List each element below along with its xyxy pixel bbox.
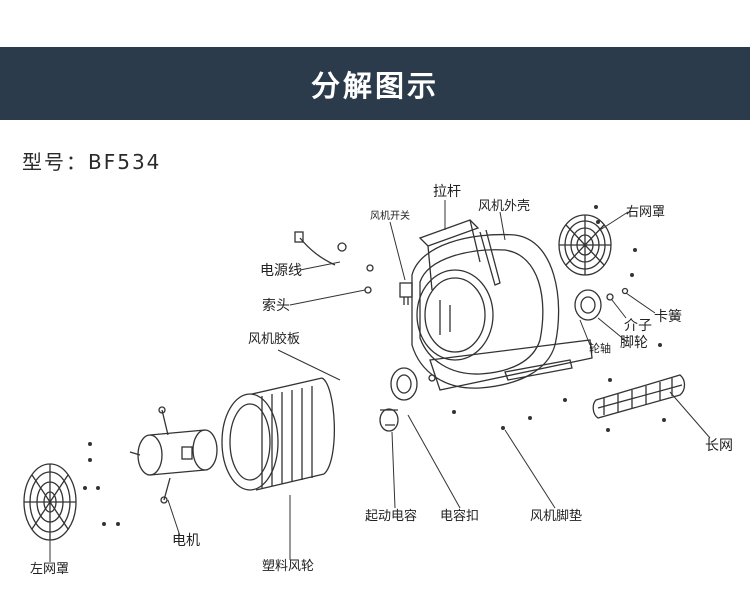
label-long-mesh: 长网 (705, 438, 733, 454)
capacitor-drawing (379, 408, 399, 432)
leader-lines (49, 200, 711, 562)
label-fan-foot-pad: 风机脚垫 (530, 508, 582, 524)
screws-drawing (83, 205, 666, 526)
model-number: 型号：BF534 (22, 150, 162, 174)
label-pull-rod: 拉杆 (433, 184, 461, 200)
page-title: 分解图示 (310, 68, 439, 103)
power-cord-drawing (294, 231, 374, 294)
label-spacer: 介子 (624, 318, 652, 334)
label-fan-switch: 风机开关 (370, 209, 410, 222)
impeller-drawing (221, 377, 336, 491)
right-grille-drawing (558, 214, 612, 276)
label-rubber-plate: 风机胶板 (248, 331, 300, 347)
label-spring-clip: 卡簧 (654, 309, 682, 325)
fan-switch-drawing (399, 282, 413, 305)
label-motor: 电机 (172, 533, 200, 549)
label-right-grille: 右网罩 (626, 205, 665, 220)
label-start-capacitor: 起动电容 (365, 508, 417, 524)
pull-rod-drawing (418, 219, 501, 291)
label-power-cord: 电源线 (260, 263, 302, 279)
header-banner: 分解图示 (0, 47, 750, 120)
label-foot-wheel: 脚轮 (620, 335, 648, 351)
left-wheel-drawing (390, 367, 418, 401)
label-cord-clamp: 索头 (262, 297, 290, 314)
label-plastic-impeller: 塑料风轮 (262, 559, 314, 574)
label-fan-housing: 风机外壳 (478, 199, 530, 214)
left-grille-drawing (23, 463, 77, 541)
motor-drawing (129, 406, 218, 504)
label-wheel-axle: 轮轴 (589, 341, 611, 355)
fan-housing-drawing (411, 233, 593, 391)
label-left-grille: 左网罩 (30, 562, 69, 577)
label-capacitor-clip: 电容扣 (440, 508, 479, 524)
long-mesh-drawing (592, 374, 686, 419)
right-wheel-drawing (574, 287, 629, 321)
